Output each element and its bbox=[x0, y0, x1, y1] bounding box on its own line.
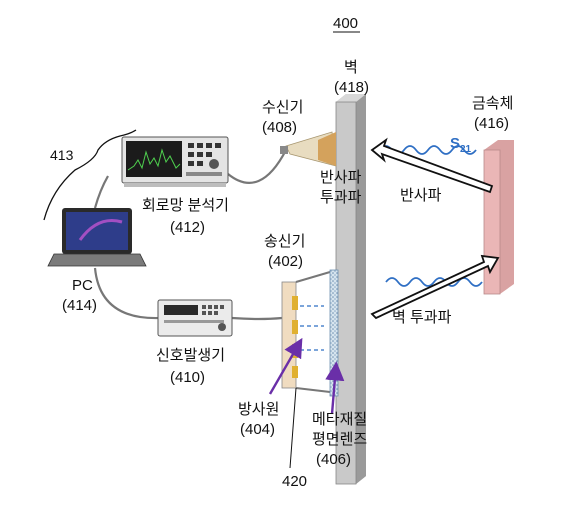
base-leader bbox=[289, 387, 297, 469]
receiver-horn bbox=[280, 131, 337, 167]
cables bbox=[93, 149, 287, 321]
cable-vna-pc bbox=[93, 175, 109, 209]
lens-ref: (406) bbox=[316, 451, 351, 468]
network-analyzer bbox=[121, 136, 229, 187]
radiator-ref: (404) bbox=[240, 421, 275, 438]
svg-text:400: 400 bbox=[333, 15, 358, 32]
tx-name: 송신기 bbox=[264, 233, 305, 250]
transmit-arrow bbox=[370, 254, 500, 320]
cable-vna-receiver bbox=[227, 149, 287, 184]
radiator-name: 방사원 bbox=[238, 401, 279, 418]
receiver-name: 수신기 bbox=[262, 99, 303, 116]
base-ref: 420 bbox=[282, 473, 307, 490]
bracket-413: 413 bbox=[43, 129, 137, 221]
lens-name-1: 메타재질 bbox=[312, 411, 367, 428]
svg-text:21: 21 bbox=[460, 144, 472, 155]
lens-pointer bbox=[325, 361, 345, 415]
pc-ref: (414) bbox=[62, 297, 97, 314]
metal-ref: (416) bbox=[474, 115, 509, 132]
signal-generator bbox=[157, 299, 233, 337]
vna-name: 회로망 분석기 bbox=[142, 197, 229, 214]
wall-ref: (418) bbox=[334, 79, 369, 96]
vna-ref: (412) bbox=[170, 219, 205, 236]
wall bbox=[335, 94, 366, 485]
figure-number: 400 bbox=[333, 15, 360, 33]
cable-pc-siggen bbox=[93, 267, 161, 320]
receiver-ref: (408) bbox=[262, 119, 297, 136]
cable-siggen-tx bbox=[231, 316, 283, 321]
pc-name: PC bbox=[72, 277, 93, 294]
metal-body bbox=[483, 140, 514, 295]
reflect-arrow bbox=[370, 137, 494, 194]
lens-name-2: 평면렌즈 bbox=[312, 431, 367, 448]
siggen-ref: (410) bbox=[170, 369, 205, 386]
tx-ref: (402) bbox=[268, 253, 303, 270]
reflect-arrow-label: 반사파 bbox=[400, 187, 442, 204]
wall-reflect-label-2: 투과파 bbox=[320, 189, 362, 206]
transmitter bbox=[281, 269, 339, 397]
laptop-pc bbox=[47, 208, 147, 267]
svg-text:413: 413 bbox=[50, 147, 74, 163]
wall-name: 벽 bbox=[344, 59, 358, 76]
svg-text:S: S bbox=[450, 135, 460, 152]
s21-label: S 21 bbox=[450, 135, 472, 155]
metal-name: 금속체 bbox=[472, 95, 513, 112]
siggen-name: 신호발생기 bbox=[156, 347, 225, 364]
wall-reflect-label-1: 반사파 bbox=[320, 169, 362, 186]
radiator-pointer bbox=[268, 337, 303, 395]
wall-transmit-label: 벽 투과파 bbox=[392, 309, 452, 326]
transmitted-wave bbox=[385, 277, 483, 287]
